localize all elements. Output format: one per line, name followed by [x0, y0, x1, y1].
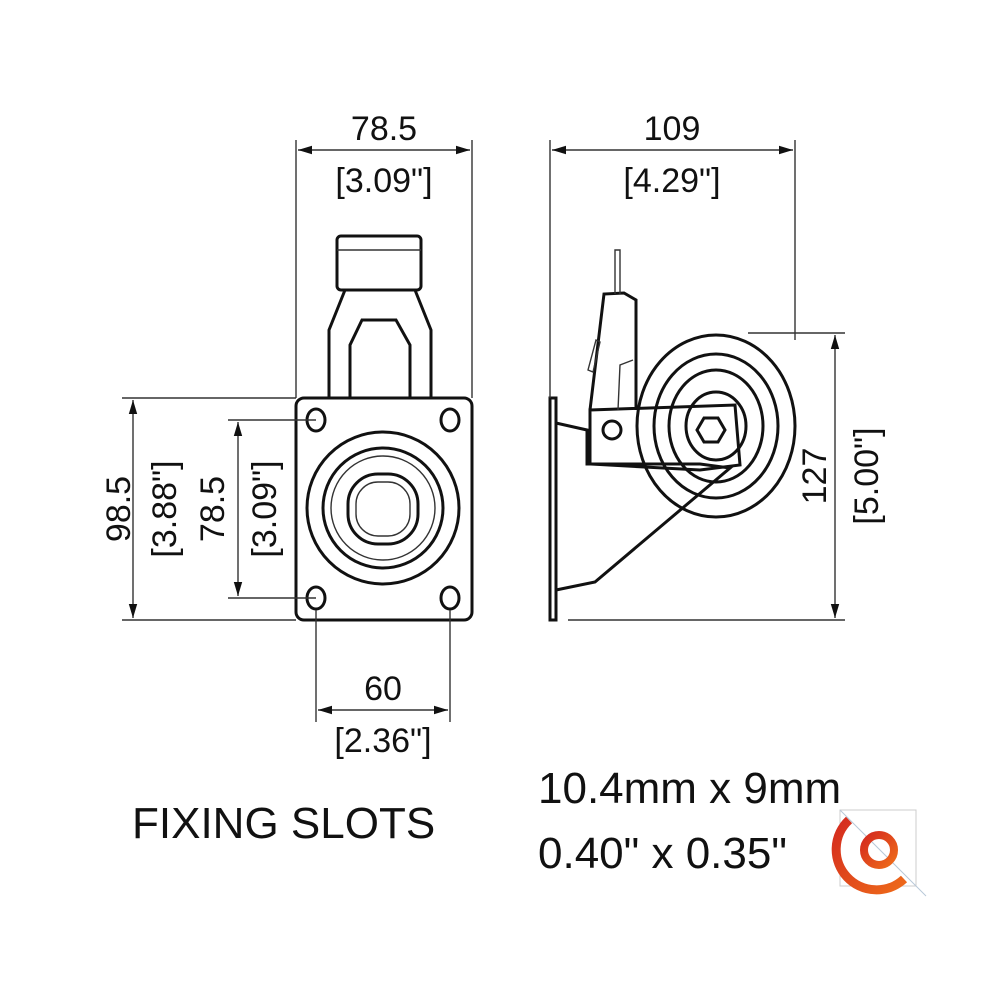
dim-height-in: [5.00"] — [848, 427, 886, 524]
fixing-slot — [439, 585, 461, 611]
brake-lever — [588, 291, 638, 411]
side-dimensions: 109 [4.29"] 127 [5.00"] — [549, 110, 886, 621]
brand-logo-icon — [831, 809, 927, 897]
fork — [554, 421, 734, 592]
front-view — [294, 234, 474, 622]
dim-hole-h-in: [2.36"] — [334, 722, 431, 760]
dim-hole-v-mm: 78.5 — [194, 476, 232, 542]
swivel-hub — [346, 472, 420, 546]
fixing-slot — [439, 407, 461, 433]
dim-top-width-in: [3.09"] — [335, 162, 432, 200]
dim-hole-h-mm: 60 — [364, 670, 402, 708]
fixing-slots-label: FIXING SLOTS — [132, 799, 435, 848]
fixing-slots-mm: 10.4mm x 9mm — [538, 764, 841, 813]
wheel — [635, 333, 797, 519]
top-plate — [294, 396, 474, 622]
front-dimensions: 78.5 [3.09"] 98.5 [3.88"] 78.5 [3.09"] 6… — [100, 110, 473, 760]
dim-plate-height-in: [3.88"] — [146, 460, 184, 557]
dim-plate-height-mm: 98.5 — [100, 476, 138, 542]
dim-height-mm: 127 — [796, 448, 834, 505]
fixing-slots-in: 0.40" x 0.35" — [538, 829, 787, 878]
side-view — [548, 249, 797, 622]
side-plate — [548, 396, 558, 622]
dim-hole-v-in: [3.09"] — [246, 460, 284, 557]
brake-pedal — [335, 234, 423, 292]
axle-nut — [695, 416, 727, 444]
dim-depth-mm: 109 — [644, 110, 701, 148]
brake-neck — [327, 289, 433, 398]
dim-depth-in: [4.29"] — [623, 162, 720, 200]
dim-top-width-mm: 78.5 — [351, 110, 417, 148]
